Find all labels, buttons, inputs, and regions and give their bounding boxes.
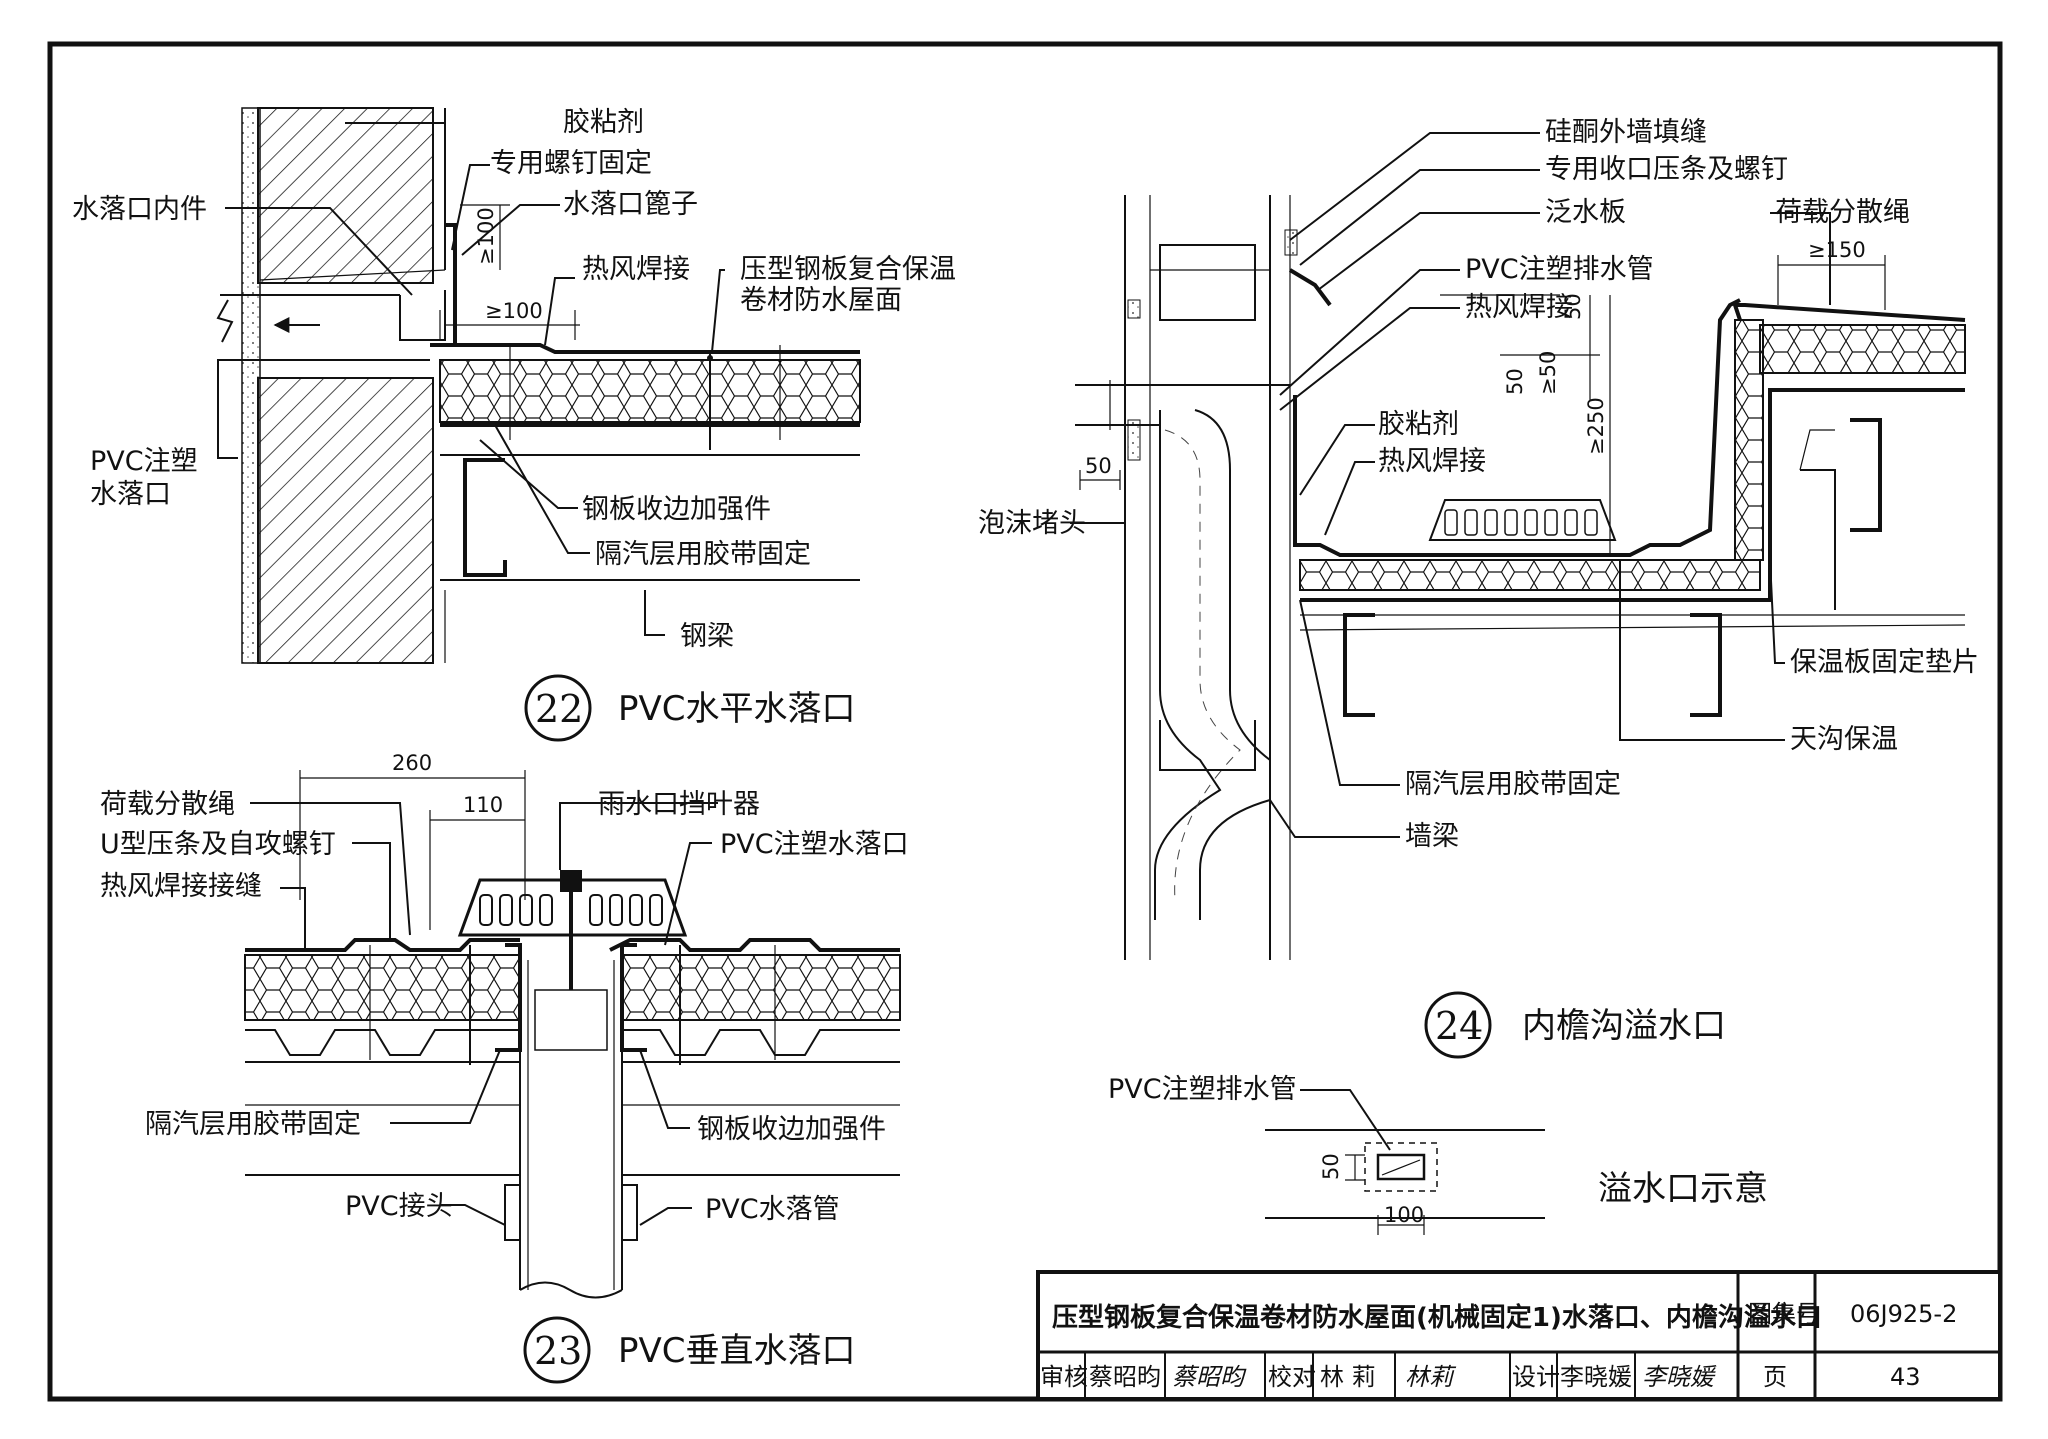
d24-insul-washer-label: 保温板固定垫片 [1790,647,1979,678]
title-block-title: 压型钢板复合保温卷材防水屋面(机械固定1)水落口、内檐沟溢水口 [1052,1302,1822,1333]
d23-vapor-tape-label: 隔汽层用胶带固定 [145,1109,361,1140]
d24-flashing-label: 泛水板 [1545,197,1626,228]
d24-dim-50a: 50 [1085,454,1112,478]
title-block-review-label: 审核 [1040,1363,1088,1391]
detail-22-caption: PVC水平水落口 [618,689,856,729]
title-block-designer-signature: 李晓媛 [1642,1363,1717,1391]
d22-adhesive-label: 胶粘剂 [563,107,644,138]
d23-pvc-pipe-label: PVC水落管 [705,1194,840,1225]
d23-load-rope-label: 荷载分散绳 [100,789,235,820]
title-block-check-label: 校对 [1268,1363,1316,1391]
sheet-border [47,41,2003,1402]
title-block-page-no: 43 [1890,1363,1921,1391]
d22-screw-fix-label: 专用螺钉固定 [490,148,652,179]
detail-24-caption: 内檐沟溢水口 [1522,1006,1726,1046]
d24-load-rope-label: 荷载分散绳 [1775,197,1910,228]
title-block-atlas-no: 06J925-2 [1850,1300,1957,1328]
overflow-pipe-label: PVC注塑排水管 [1108,1074,1297,1105]
overflow-dim-w: 100 [1384,1203,1424,1227]
d23-leaf-guard-label: 雨水口挡叶器 [598,789,760,820]
d24-foam-plug-label: 泡沫堵头 [978,508,1086,539]
d24-dim-50d: 50 [1503,368,1527,395]
d22-hot-air-weld-label: 热风焊接 [582,254,690,285]
detail-23-number: 23 [534,1329,582,1373]
detail-24-drawing [1070,132,1966,1059]
d23-u-strip-label: U型压条及自攻螺钉 [100,829,336,860]
title-block-page-label: 页 [1763,1363,1787,1391]
d22-dim-1: ≥100 [474,207,498,265]
d24-dim-50c: ≥50 [1536,351,1560,395]
title-block [1036,1270,2002,1401]
d22-grate-label: 水落口篦子 [563,189,698,220]
d22-vapor-tape-label: 隔汽层用胶带固定 [595,539,811,570]
d23-dim-110: 110 [463,793,503,817]
d23-pvc-joint-label: PVC接头 [345,1191,453,1222]
title-block-design-label: 设计 [1512,1363,1560,1391]
d23-dim-260: 260 [392,751,432,775]
title-block-atlas-label: 图集号 [1748,1300,1820,1328]
title-block-checker-signature: 林莉 [1405,1363,1457,1391]
title-block-reviewer-signature: 蔡昭昀 [1172,1363,1247,1391]
detail-23-drawing [244,770,901,1384]
title-block-designer: 李晓媛 [1560,1363,1632,1391]
d24-hot-air-weld-label: 热风焊接 [1465,292,1573,323]
detail-23-caption: PVC垂直水落口 [618,1331,856,1371]
detail-22-number: 22 [535,687,583,731]
title-block-reviewer: 蔡昭昀 [1089,1363,1161,1391]
overflow-caption: 溢水口示意 [1598,1169,1768,1209]
d22-steel-beam-label: 钢梁 [680,621,734,652]
d23-hot-air-seam-label: 热风焊接接缝 [100,871,262,902]
d22-edge-reinforce-label: 钢板收边加强件 [582,494,771,525]
d22-roof-label-1: 压型钢板复合保温 [740,254,956,285]
d24-hot-air-weld2-label: 热风焊接 [1378,446,1486,477]
d24-gutter-insul-label: 天沟保温 [1790,724,1898,755]
detail-24-number: 24 [1435,1004,1483,1048]
d22-pvc-label-1: PVC注塑 [90,446,198,477]
title-block-checker: 林 莉 [1320,1363,1376,1391]
d24-dim-250: ≥250 [1584,397,1608,455]
detail-22-drawing [216,107,861,742]
overflow-dim-h: 50 [1319,1153,1343,1180]
d22-dim-2: ≥100 [485,299,543,323]
d22-roof-label-2: 卷材防水屋面 [740,285,902,316]
d24-closure-strip-label: 专用收口压条及螺钉 [1545,154,1788,185]
d23-edge-reinforce-label: 钢板收边加强件 [697,1114,886,1145]
d24-dim-50b: 50 [1561,293,1585,320]
d24-adhesive-label: 胶粘剂 [1378,409,1459,440]
overflow-sketch [1265,1089,1545,1235]
d24-vapor-tape-label: 隔汽层用胶带固定 [1405,769,1621,800]
d24-silicone-label: 硅酮外墙填缝 [1545,117,1707,148]
d23-pvc-outlet-label: PVC注塑水落口 [720,829,909,860]
d24-pvc-drain-pipe-label: PVC注塑排水管 [1465,254,1654,285]
d24-dim-150: ≥150 [1808,238,1866,262]
d24-wall-beam-label: 墙梁 [1405,821,1459,852]
d22-pvc-label-2: 水落口 [90,479,171,510]
d22-inner-part-label: 水落口内件 [72,194,207,225]
